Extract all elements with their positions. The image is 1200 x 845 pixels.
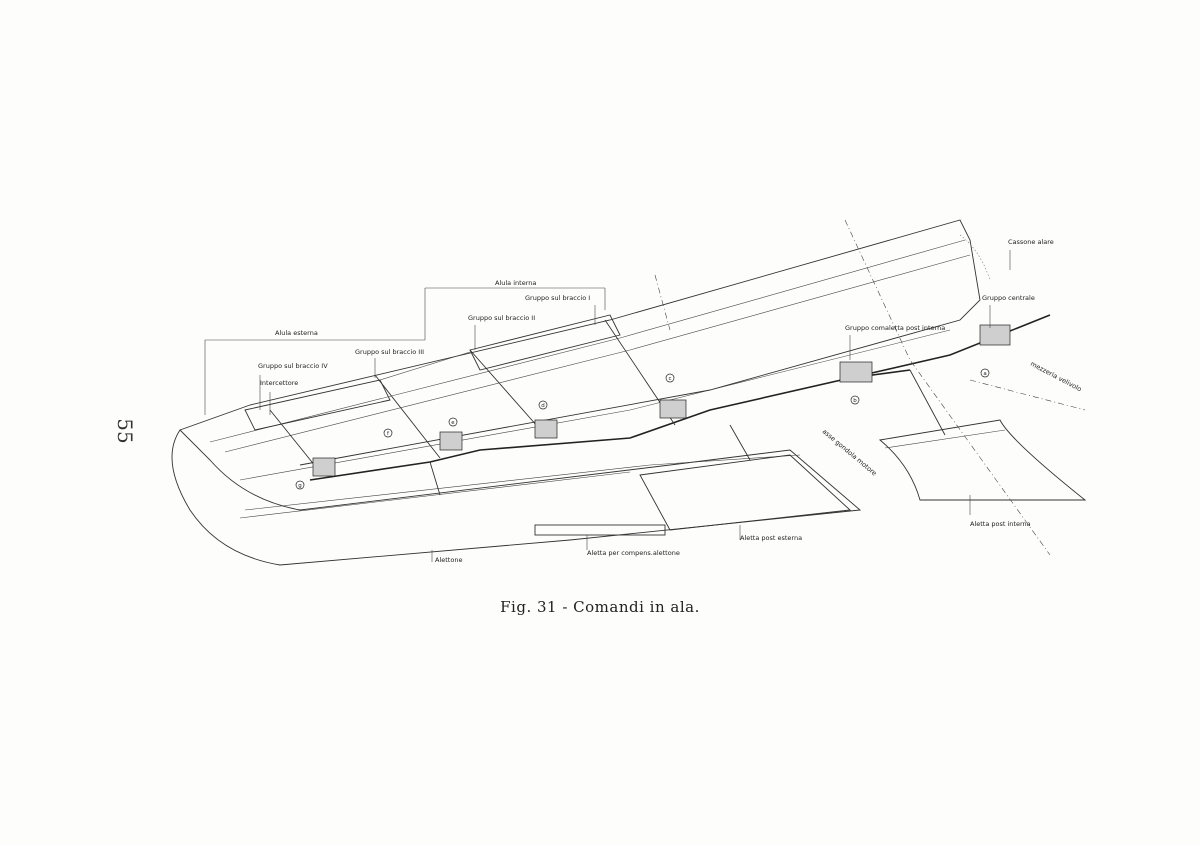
inner-control-rod — [849, 314, 1051, 379]
node-d-label: d — [541, 403, 545, 409]
alettone-link — [429, 461, 441, 496]
wing-leading-edge — [179, 219, 981, 466]
node-a-label: a — [983, 371, 986, 377]
gruppo-braccio-III-mech — [439, 431, 463, 451]
aletta-interna-outline — [878, 419, 1087, 501]
dimension-brackets — [204, 287, 606, 415]
gruppo-aletta-interna-mech — [839, 361, 873, 383]
alula-gap — [379, 351, 471, 381]
label-gruppo-braccio-III: Gruppo sul braccio III — [355, 348, 424, 356]
leader-lines — [259, 250, 1011, 562]
node-c — [665, 373, 675, 383]
node-b — [850, 395, 860, 405]
gruppo-braccio-II-mech — [534, 419, 558, 439]
arm-III — [374, 374, 441, 459]
node-g-label: g — [298, 483, 302, 489]
alula-esterna-panel — [244, 379, 391, 431]
control-linkage — [269, 314, 1051, 496]
aletta-interna-hinge — [884, 429, 1006, 449]
gruppo-centrale-mech — [979, 324, 1011, 346]
arm-II — [469, 349, 546, 436]
node-e-label: e — [451, 420, 455, 426]
arm-IV — [269, 409, 321, 473]
label-aletta-compens-alettone: Aletta per compens.alettone — [587, 549, 680, 557]
label-gruppo-braccio-I: Gruppo sul braccio I — [525, 294, 590, 302]
aletta-post-esterna-shape — [639, 454, 852, 531]
label-intercettore: Intercettore — [260, 379, 298, 387]
label-cassone-alare: Cassone alare — [1008, 238, 1054, 246]
node-f — [383, 428, 393, 438]
aletta-esterna-link — [729, 424, 751, 461]
alula-panels — [244, 314, 621, 431]
alula-interna-panel — [469, 314, 621, 371]
label-gruppo-braccio-IV: Gruppo sul braccio IV — [258, 362, 328, 370]
spar-line-3 — [239, 329, 951, 481]
node-e — [448, 417, 458, 427]
wing-outline — [171, 219, 991, 566]
cassone-dotted-edge — [959, 234, 991, 281]
node-d — [538, 400, 548, 410]
aletta-interna-link — [909, 369, 946, 436]
figure-caption: Fig. 31 - Comandi in ala. — [500, 598, 700, 616]
label-alula-esterna: Alula esterna — [275, 329, 318, 337]
node-f-label: f — [387, 431, 390, 437]
node-c-label: c — [668, 376, 671, 382]
aletta-post-interna-shape — [878, 419, 1087, 501]
gruppo-braccio-IV-mech — [312, 457, 336, 477]
label-alettone: Alettone — [435, 556, 462, 564]
alula-interna-axis — [654, 274, 671, 331]
wing-controls-drawing: a b c d e f g Cassone alare Gruppo centr… — [171, 219, 1087, 566]
node-marks: a b c d e f g — [295, 368, 990, 490]
label-mezzeria-velivolo: mezzeria velivolo — [1029, 360, 1083, 394]
axes — [654, 219, 1086, 556]
label-gruppo-centrale: Gruppo centrale — [982, 294, 1035, 302]
label-aletta-post-esterna: Aletta post esterna — [740, 534, 802, 542]
spar-line-1 — [209, 239, 966, 443]
label-aletta-post-interna: Aletta post interna — [970, 520, 1031, 528]
node-a — [980, 368, 990, 378]
label-gruppo-aletta-interna: Gruppo comaletta post interna — [845, 324, 945, 332]
gruppo-braccio-I-mech — [659, 399, 687, 419]
label-alula-interna: Alula interna — [495, 279, 536, 287]
main-control-rod — [309, 369, 911, 481]
aletta-compens-alettone-shape — [534, 524, 666, 536]
label-asse-gondola-motore: asse gondola motore — [821, 427, 879, 477]
spar-line-2 — [224, 254, 971, 453]
wing-controls-figure: a b c d e f g Cassone alare Gruppo centr… — [150, 210, 1090, 580]
node-b-label: b — [853, 398, 857, 404]
outer-wing-lower — [171, 429, 862, 566]
outer-flaps — [534, 454, 852, 536]
trailing-line-2 — [239, 471, 631, 519]
page-number: 55 — [113, 418, 137, 444]
node-g — [295, 480, 305, 490]
trailing-line — [244, 454, 801, 511]
asse-gondola-motore-line — [844, 219, 1051, 556]
label-gruppo-braccio-II: Gruppo sul braccio II — [468, 314, 535, 322]
